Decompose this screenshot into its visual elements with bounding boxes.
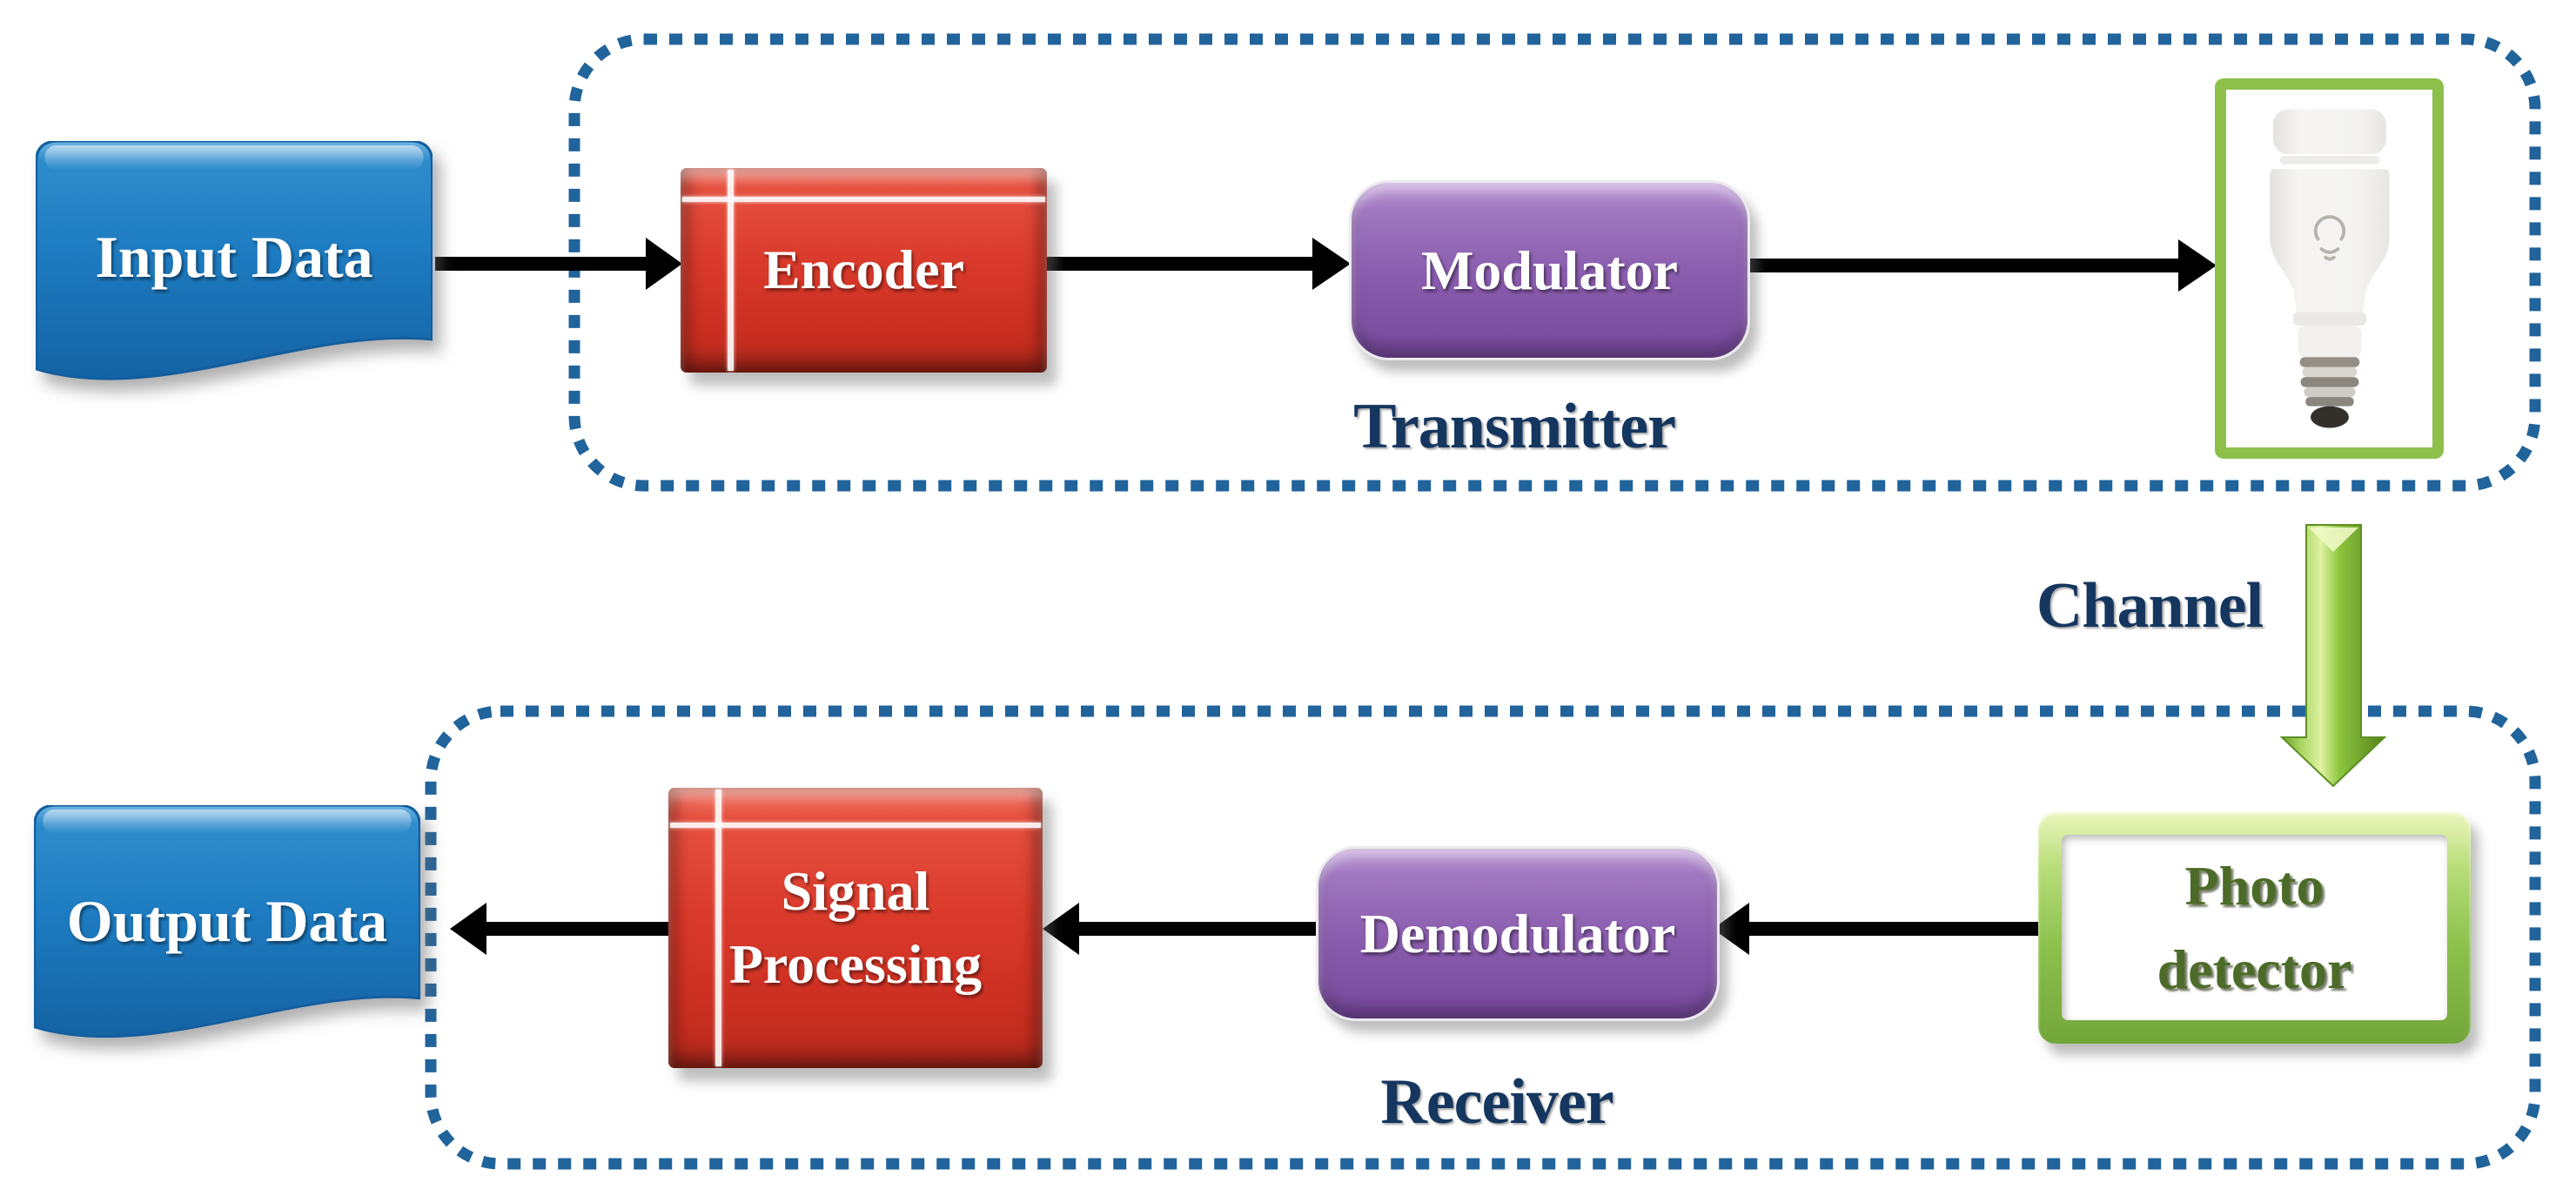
encoder-block: Encoder (681, 168, 1047, 373)
input-data-block: Input Data (36, 141, 433, 396)
arrow-demodulator-to-signalprocessing (1043, 903, 1316, 955)
channel-label: Channel (2036, 570, 2264, 642)
input-data-label: Input Data (95, 224, 373, 290)
document-shape (34, 805, 420, 1038)
signal-processing-decor-vline (715, 790, 721, 1066)
bulb-logo-icon (2313, 214, 2345, 260)
modulator-label: Modulator (1420, 239, 1679, 301)
receiver-group-label: Receiver (1380, 1066, 1613, 1138)
signal-processing-block: Signal Processing (668, 788, 1043, 1068)
arrow-photodetector-to-demodulator (1713, 903, 2038, 955)
demodulator-block: Demodulator (1316, 846, 1720, 1021)
signal-processing-decor-hline (670, 823, 1041, 828)
arrow-encoder-to-modulator (1047, 238, 1351, 290)
arrow-signalprocessing-to-output (450, 903, 670, 955)
output-data-block: Output Data (34, 805, 420, 1060)
transmitter-group-border (568, 33, 2541, 492)
modulator-block: Modulator (1349, 180, 1750, 360)
output-data-label: Output Data (66, 888, 388, 954)
arrow-input-to-encoder (435, 238, 682, 290)
channel-arrow-icon (2279, 524, 2387, 788)
photo-detector-label: Photo detector (2157, 854, 2352, 1000)
led-bulb-icon (2269, 109, 2390, 428)
demodulator-label: Demodulator (1359, 902, 1676, 964)
document-shape (36, 141, 433, 380)
arrow-modulator-to-bulb (1747, 239, 2217, 292)
encoder-decor-hline (682, 197, 1045, 202)
photo-detector-block: Photo detector (2038, 811, 2471, 1044)
led-bulb-frame (2215, 78, 2444, 459)
photo-detector-inner: Photo detector (2062, 835, 2447, 1020)
receiver-group-border (425, 705, 2541, 1170)
encoder-label: Encoder (762, 239, 965, 301)
encoder-decor-vline (728, 170, 734, 371)
signal-processing-label: Signal Processing (728, 859, 983, 995)
transmitter-group-label: Transmitter (1353, 391, 1676, 462)
